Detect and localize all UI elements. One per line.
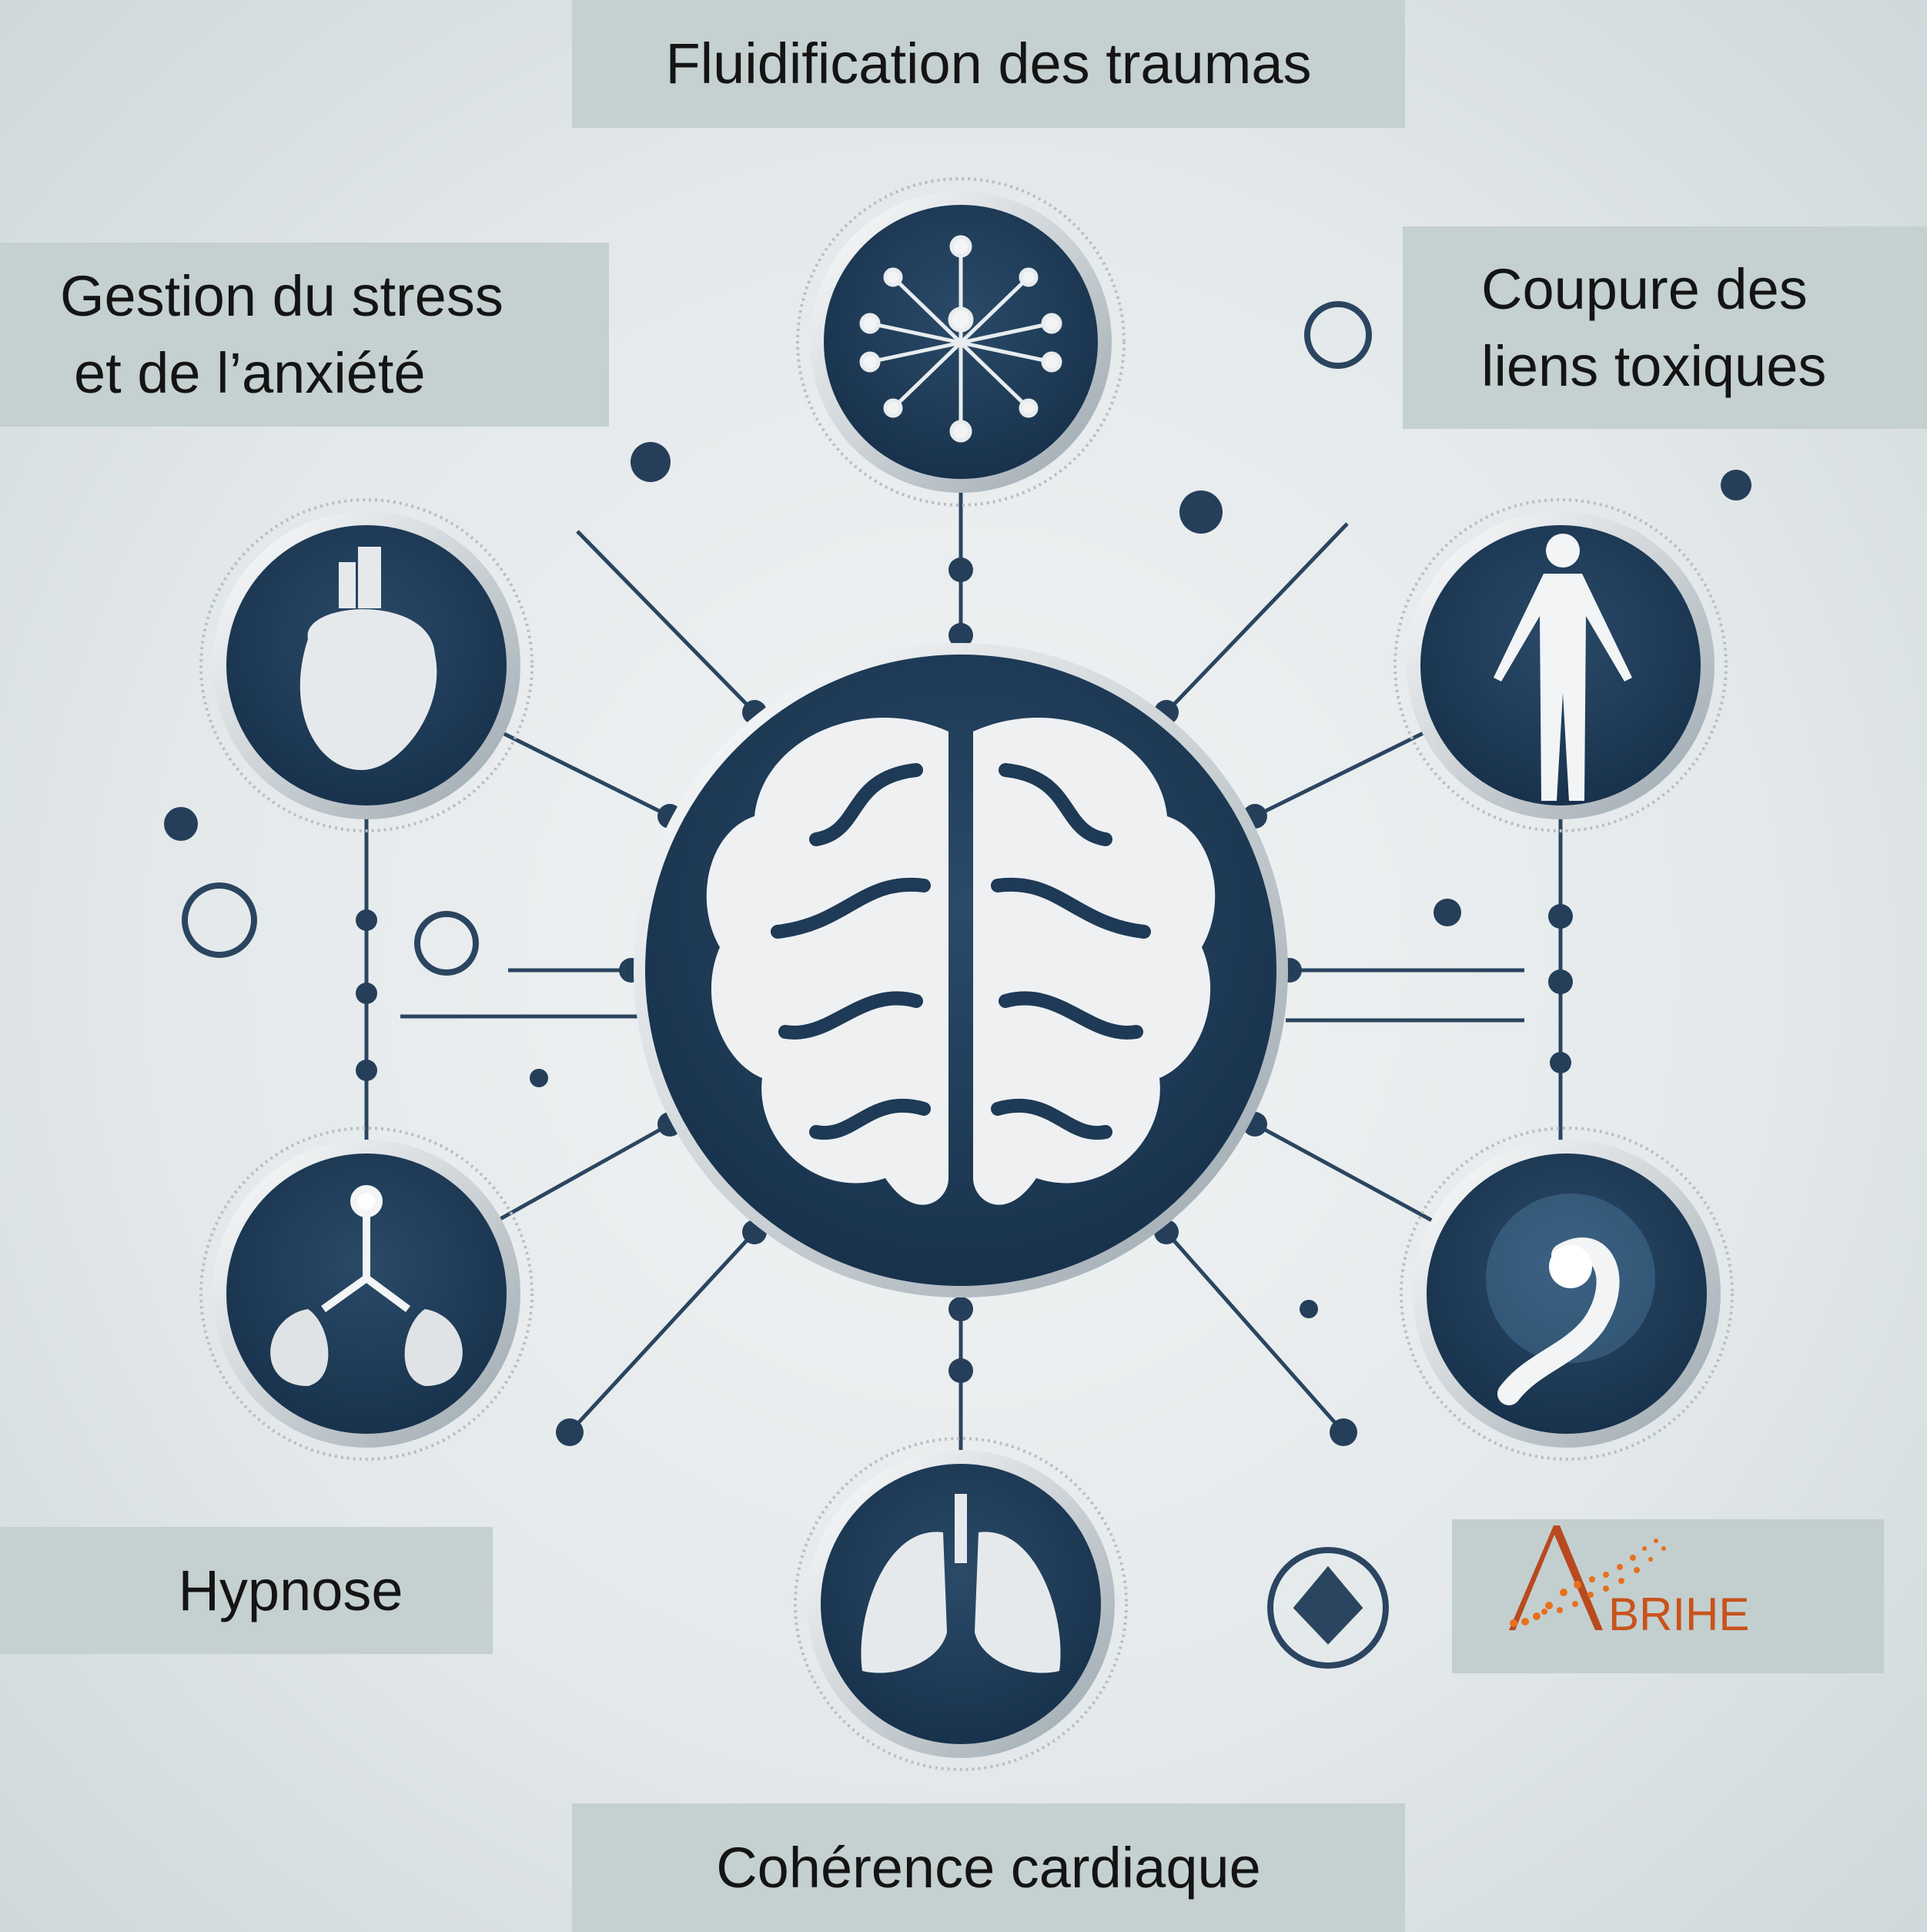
node-heart xyxy=(199,498,534,832)
label-coherence-cardiaque: Cohérence cardiaque xyxy=(572,1803,1405,1932)
logo-text: BRIHE xyxy=(1608,1589,1749,1640)
node-stomach xyxy=(1400,1127,1734,1461)
label-text: Fluidification des traumas xyxy=(665,32,1312,95)
label-text: Hypnose xyxy=(178,1558,403,1622)
stomach-icon xyxy=(1486,1194,1655,1405)
label-text: liens toxiques xyxy=(1481,333,1827,398)
respiratory-tree-icon xyxy=(270,1185,463,1386)
label-text: Gestion du stress xyxy=(60,263,503,328)
lungs-icon xyxy=(861,1494,1061,1673)
neuron-network-icon xyxy=(859,235,1062,443)
label-hypnose: Hypnose xyxy=(0,1527,493,1654)
brain-icon xyxy=(706,718,1216,1205)
heart-icon xyxy=(299,547,437,770)
brain-hub xyxy=(634,643,1288,1297)
node-body xyxy=(1393,498,1728,832)
label-coupure-liens: Coupure des liens toxiques xyxy=(1403,226,1927,429)
abrihe-logo: BRIHE xyxy=(1452,1519,1884,1673)
abrihe-logo-mark: BRIHE xyxy=(1509,1525,1749,1640)
node-lungs-bottom xyxy=(794,1437,1128,1771)
decorative-badge-icons xyxy=(182,301,1389,1669)
human-body-icon xyxy=(1494,534,1632,801)
label-text: Cohérence cardiaque xyxy=(716,1835,1261,1900)
label-fluidification-traumas: Fluidification des traumas xyxy=(572,0,1405,128)
label-gestion-stress: Gestion du stress et de l’anxiété xyxy=(0,243,609,427)
node-lungs-left xyxy=(199,1127,534,1461)
label-text: et de l’anxiété xyxy=(74,340,426,405)
label-text: Coupure des xyxy=(1481,256,1808,321)
node-trauma xyxy=(796,177,1126,507)
connector-nodes xyxy=(164,442,1751,1446)
